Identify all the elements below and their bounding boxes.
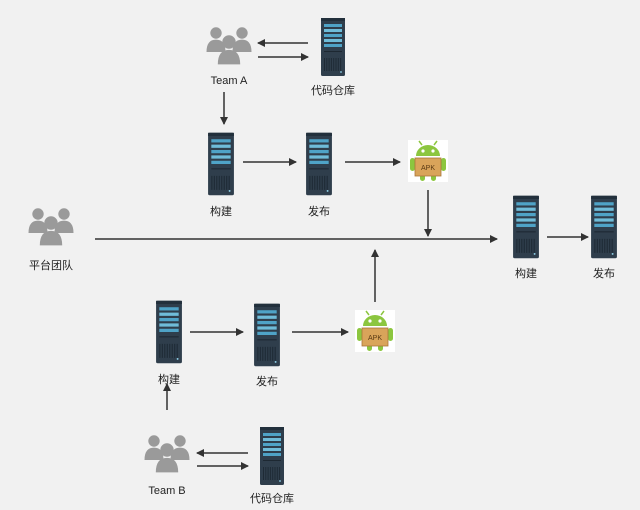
build-b-label: 构建 [158, 373, 180, 386]
team-b-label: Team B [148, 485, 186, 497]
repo-b-label: 代码仓库 [250, 492, 294, 505]
publish-main-label: 发布 [593, 267, 615, 280]
publish-b-label: 发布 [256, 375, 278, 388]
build-b-server-icon [156, 300, 182, 364]
repo-b-server-icon [260, 427, 284, 485]
apk-a-android-icon: APK [408, 140, 448, 182]
apk-b-android-icon: APK [355, 310, 395, 352]
publish-a-server-icon [306, 132, 332, 196]
build-a-label: 构建 [210, 205, 232, 218]
platform-team-people-icon [28, 208, 74, 246]
build-a-server-icon [208, 132, 234, 196]
publish-b-server-icon [254, 303, 280, 367]
repo-a-label: 代码仓库 [311, 84, 355, 97]
team-a-label: Team A [210, 75, 248, 87]
team-a-people-icon [206, 27, 252, 65]
publish-main-server-icon [591, 195, 617, 259]
apk-label: APK [368, 335, 382, 342]
build-main-server-icon [513, 195, 539, 259]
platform-team-label: 平台团队 [29, 259, 73, 272]
repo-a-server-icon [321, 18, 345, 76]
team-b-people-icon [144, 435, 190, 473]
publish-a-label: 发布 [308, 205, 330, 218]
build-main-label: 构建 [515, 267, 537, 280]
apk-label: APK [421, 165, 435, 172]
